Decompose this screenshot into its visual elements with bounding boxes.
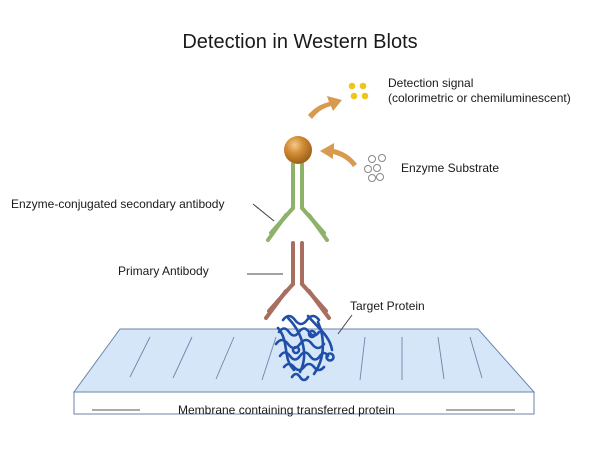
substrate-arrow — [320, 143, 357, 167]
enzyme-substrate-label: Enzyme Substrate — [401, 161, 500, 175]
secondary-antibody-leader — [252, 203, 275, 222]
detection-signal-sublabel: (colorimetric or chemiluminescent) — [388, 91, 571, 105]
diagram-title: Detection in Western Blots — [182, 31, 418, 53]
membrane-label: Membrane containing transferred protein — [178, 403, 395, 417]
target-protein-label: Target Protein — [350, 299, 425, 313]
membrane-front-face — [73, 391, 535, 415]
target-protein — [274, 314, 335, 382]
detection-signal-label: Detection signal — [388, 76, 474, 90]
target-protein-leader — [337, 314, 353, 335]
enzyme-ball — [284, 136, 312, 164]
secondary-antibody-label: Enzyme-conjugated secondary antibody — [11, 197, 225, 211]
enzyme-substrate-circles — [364, 154, 386, 182]
primary-antibody-label: Primary Antibody — [118, 264, 209, 278]
secondary-antibody — [266, 162, 329, 242]
membrane-hatch-lines — [129, 336, 483, 381]
detection-signal-dots — [348, 82, 369, 100]
primary-antibody — [264, 241, 331, 320]
signal-arrow — [308, 96, 342, 119]
